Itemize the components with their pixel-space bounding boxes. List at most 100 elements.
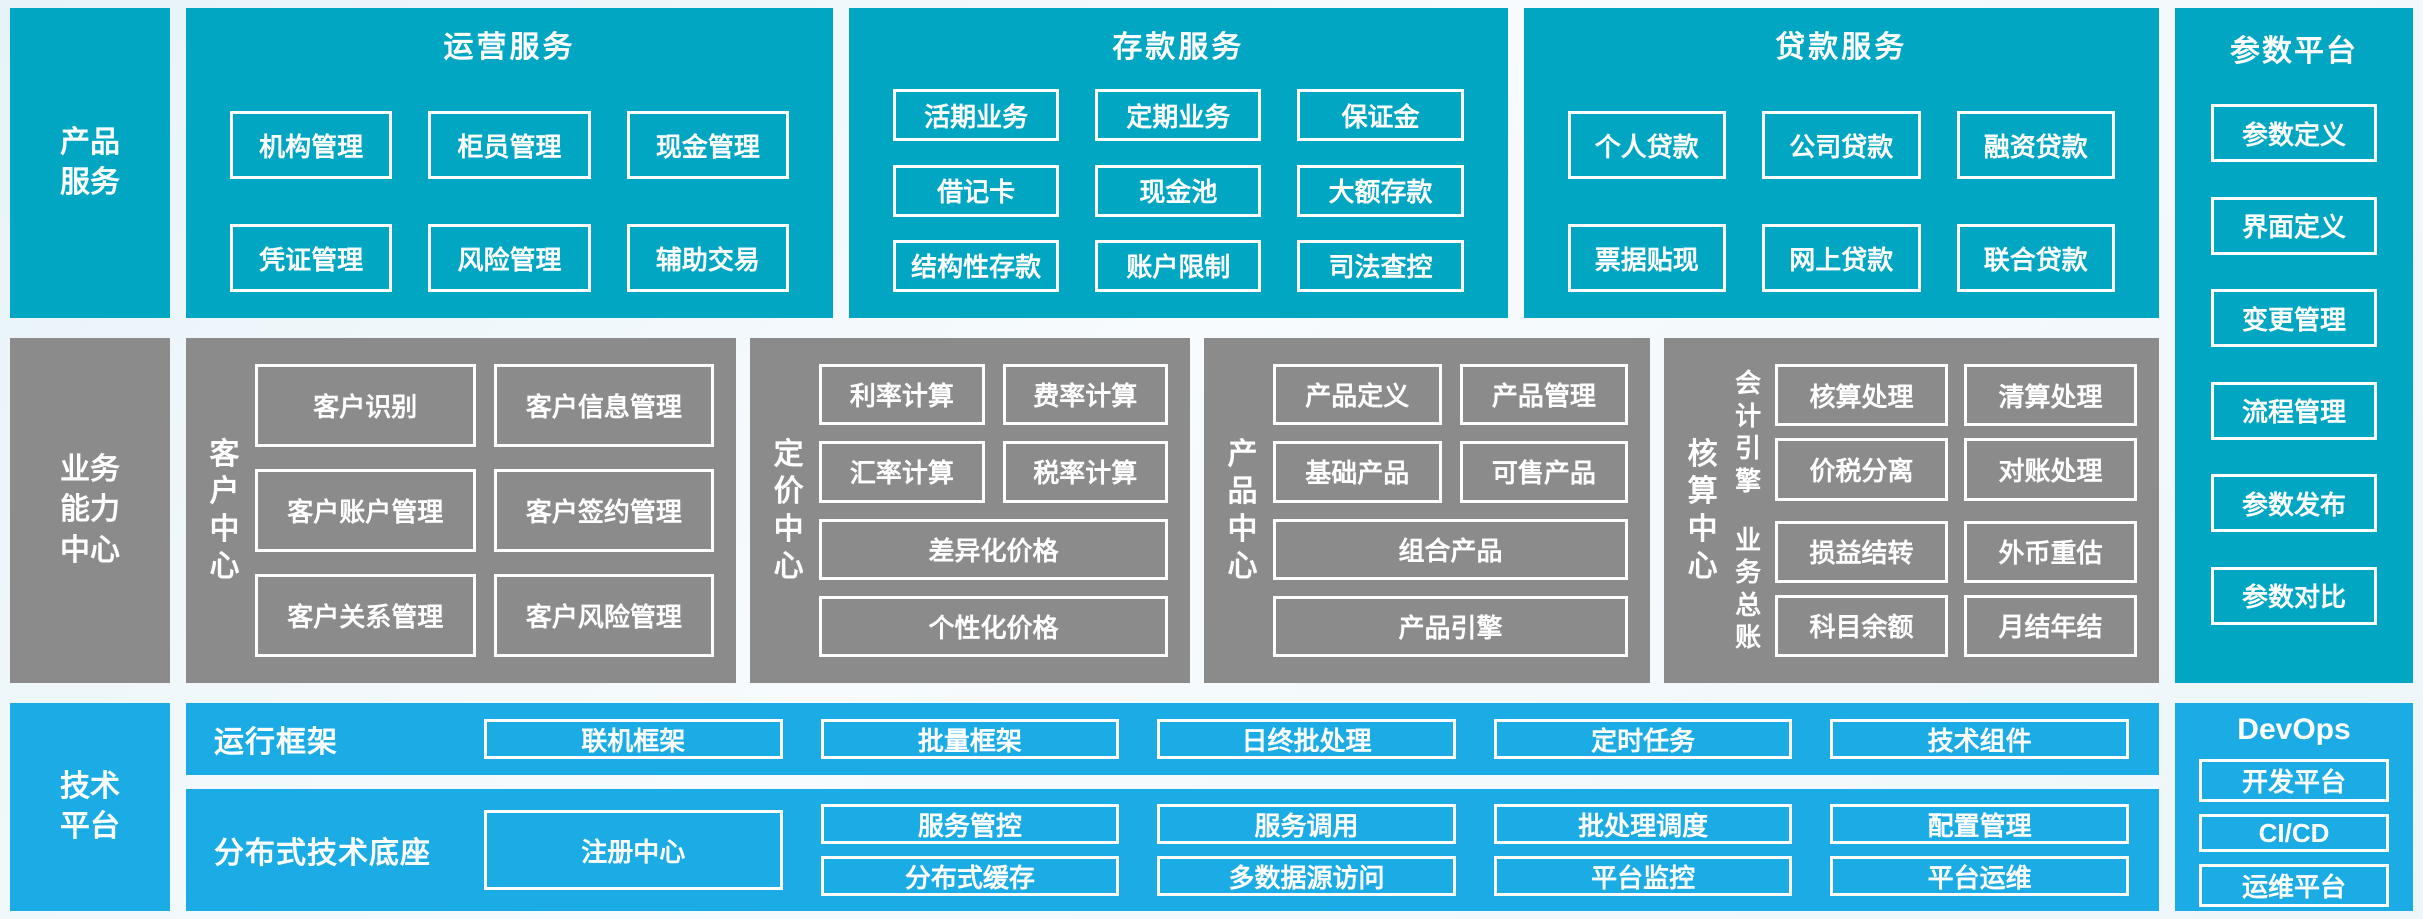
- diagram-box: 汇率计算: [819, 441, 985, 503]
- diagram-box: 运维平台: [2199, 864, 2389, 907]
- section-parameter-platform: 参数平台 参数定义 界面定义 变更管理 流程管理 参数发布 参数对比: [2175, 8, 2413, 683]
- rail-tech-platform: 技术平台: [10, 703, 170, 911]
- diagram-box: 参数定义: [2211, 104, 2377, 163]
- deposit-row-2: 借记卡 现金池 大额存款: [893, 164, 1464, 217]
- rail-business-capability-label: 业务能力中心: [60, 452, 120, 567]
- section-loan-services: 贷款服务 个人贷款 公司贷款 融资贷款 票据贴现 网上贷款 联合贷款: [1523, 8, 2159, 318]
- product-center-label: 产品中心: [1227, 437, 1258, 584]
- diagram-box: 借记卡: [893, 164, 1060, 217]
- customer-center-label: 客户中心: [209, 437, 240, 584]
- diagram-box: 司法查控: [1297, 239, 1464, 292]
- diagram-box: 产品引擎: [1272, 595, 1629, 657]
- diagram-box: 机构管理: [230, 111, 393, 179]
- section-devops: DevOps 开发平台 CI/CD 运维平台: [2175, 703, 2413, 911]
- diagram-box: 联合贷款: [1956, 224, 2115, 292]
- parameter-platform-title: 参数平台: [2230, 35, 2358, 68]
- operation-row-2: 凭证管理 风险管理 辅助交易: [230, 224, 790, 292]
- registry-column: 注册中心: [484, 810, 783, 890]
- diagram-box: 账户限制: [1095, 239, 1262, 292]
- diagram-box: 服务调用: [1157, 804, 1456, 844]
- diagram-box: 活期业务: [893, 89, 1060, 142]
- rail-product-services: 产品服务: [10, 8, 170, 318]
- diagram-box: 流程管理: [2211, 381, 2377, 440]
- diagram-box: 日终批处理: [1157, 719, 1456, 759]
- rail-business-capability-center: 业务能力中心: [10, 338, 170, 683]
- diagram-box: 基础产品: [1272, 441, 1442, 503]
- diagram-box: 多数据源访问: [1157, 856, 1456, 896]
- product-services-row: 运营服务 机构管理 柜员管理 现金管理 凭证管理 风险管理 辅助交易 存款服务 …: [186, 8, 2159, 318]
- diagram-box: 客户信息管理: [493, 364, 715, 447]
- diagram-box: 月结年结: [1964, 594, 2137, 657]
- diagram-box: 产品定义: [1272, 364, 1442, 426]
- diagram-box: 风险管理: [428, 224, 591, 292]
- diagram-box: 现金管理: [626, 111, 790, 179]
- section-deposit-services: 存款服务 活期业务 定期业务 保证金 借记卡 现金池 大额存款 结构性存款 账户…: [849, 8, 1508, 318]
- diagram-box: 凭证管理: [230, 224, 393, 292]
- diagram-box: 分布式缓存: [820, 856, 1120, 896]
- diagram-box: 保证金: [1297, 89, 1464, 142]
- diagram-box: 结构性存款: [893, 239, 1060, 292]
- diagram-box: 客户识别: [255, 364, 476, 447]
- diagram-box: 可售产品: [1459, 441, 1629, 503]
- diagram-box: 费率计算: [1002, 364, 1168, 426]
- accounting-center-label: 核算中心: [1687, 437, 1718, 584]
- diagram-box: 融资贷款: [1956, 111, 2115, 179]
- diagram-box: 科目余额: [1775, 594, 1948, 657]
- diagram-box: 税率计算: [1002, 441, 1168, 503]
- diagram-box: 技术组件: [1830, 719, 2129, 759]
- rail-tech-platform-label: 技术平台: [60, 769, 120, 844]
- distributed-pair-4: 配置管理 平台运维: [1830, 804, 2129, 896]
- accounting-center-body: 会计引擎 核算处理 清算处理 价税分离 对账处理 业务总账 损益结转 外币重估 …: [1733, 364, 2137, 657]
- operation-services-title: 运营服务: [443, 31, 576, 64]
- distributed-pair-1: 服务管控 分布式缓存: [820, 804, 1120, 896]
- diagram-box: 组合产品: [1272, 518, 1629, 580]
- pricing-center-grid: 利率计算 费率计算 汇率计算 税率计算 差异化价格 个性化价格: [819, 364, 1168, 657]
- diagram-box: 界面定义: [2211, 196, 2377, 255]
- rail-product-services-label: 产品服务: [60, 125, 120, 200]
- diagram-box: 开发平台: [2199, 759, 2389, 802]
- section-customer-center: 客户中心 客户识别 客户信息管理 客户账户管理 客户签约管理 客户关系管理 客户…: [186, 338, 737, 683]
- diagram-box: 批量框架: [820, 719, 1120, 759]
- customer-center-grid: 客户识别 客户信息管理 客户账户管理 客户签约管理 客户关系管理 客户风险管理: [255, 364, 715, 657]
- deposit-services-title: 存款服务: [1112, 31, 1245, 64]
- diagram-box: 个性化价格: [819, 595, 1168, 657]
- section-pricing-center: 定价中心 利率计算 费率计算 汇率计算 税率计算 差异化价格 个性化价格: [750, 338, 1190, 683]
- distributed-tech-base-label: 分布式技术底座: [214, 837, 431, 870]
- loan-services-title: 贷款服务: [1775, 31, 1908, 64]
- diagram-box: 定期业务: [1095, 89, 1262, 142]
- diagram-box: 定时任务: [1493, 719, 1793, 759]
- diagram-box: 个人贷款: [1567, 111, 1727, 179]
- devops-title: DevOps: [2237, 713, 2351, 746]
- diagram-box: 价税分离: [1775, 438, 1948, 501]
- section-accounting-center: 核算中心 会计引擎 核算处理 清算处理 价税分离 对账处理 业务总账 损益结转 …: [1664, 338, 2159, 683]
- diagram-box: 清算处理: [1964, 364, 2137, 427]
- business-ledger-label: 业务总账: [1735, 524, 1762, 653]
- diagram-box: 变更管理: [2211, 289, 2377, 348]
- loan-row-1: 个人贷款 公司贷款 融资贷款: [1567, 111, 2115, 179]
- accounting-engine-grid: 核算处理 清算处理 价税分离 对账处理: [1775, 364, 2137, 501]
- distributed-pair-2: 服务调用 多数据源访问: [1157, 804, 1456, 896]
- diagram-box: 产品管理: [1459, 364, 1629, 426]
- diagram-box: 公司贷款: [1762, 111, 1921, 179]
- diagram-box: 票据贴现: [1567, 224, 1727, 292]
- pricing-center-label: 定价中心: [773, 437, 804, 584]
- operation-row-1: 机构管理 柜员管理 现金管理: [230, 111, 790, 179]
- section-distributed-tech-base: 分布式技术底座 注册中心 服务管控 分布式缓存 服务调用 多数据源访问 批处理调…: [186, 789, 2159, 911]
- diagram-box: 对账处理: [1964, 438, 2137, 501]
- diagram-box: CI/CD: [2199, 814, 2389, 852]
- product-center-grid: 产品定义 产品管理 基础产品 可售产品 组合产品 产品引擎: [1272, 364, 1629, 657]
- diagram-box: 客户关系管理: [255, 574, 476, 657]
- business-ledger-grid: 损益结转 外币重估 科目余额 月结年结: [1775, 520, 2137, 657]
- subgroup-accounting-engine: 会计引擎 核算处理 清算处理 价税分离 对账处理: [1733, 364, 2137, 501]
- section-runtime-framework: 运行框架 联机框架 批量框架 日终批处理 定时任务 技术组件: [186, 703, 2159, 775]
- diagram-box: 参数对比: [2211, 566, 2377, 625]
- loan-row-2: 票据贴现 网上贷款 联合贷款: [1567, 224, 2115, 292]
- diagram-box: 客户签约管理: [493, 469, 715, 552]
- diagram-box: 客户风险管理: [493, 574, 715, 657]
- diagram-box: 外币重估: [1964, 520, 2137, 583]
- deposit-row-3: 结构性存款 账户限制 司法查控: [893, 239, 1464, 292]
- subgroup-business-ledger: 业务总账 损益结转 外币重估 科目余额 月结年结: [1733, 520, 2137, 657]
- accounting-engine-label: 会计引擎: [1735, 368, 1762, 496]
- diagram-box: 辅助交易: [626, 224, 790, 292]
